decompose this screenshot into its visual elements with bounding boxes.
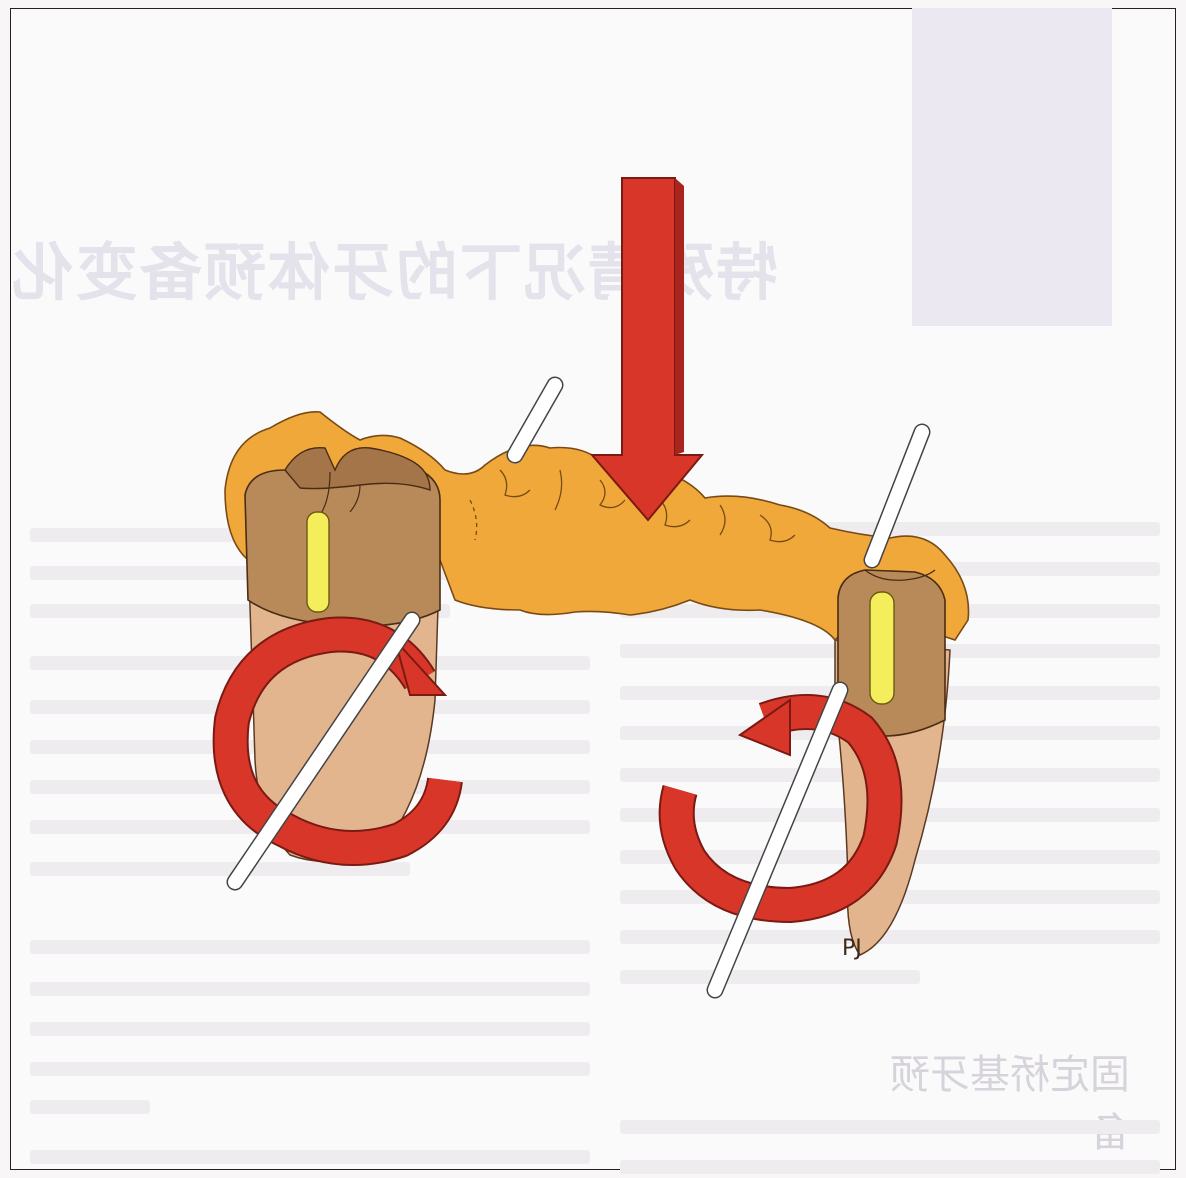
left-post <box>307 512 329 612</box>
left-crown-core <box>245 468 440 626</box>
right-post <box>870 592 894 704</box>
force-arrow-icon <box>592 178 702 520</box>
artist-signature: PJ <box>842 936 862 961</box>
